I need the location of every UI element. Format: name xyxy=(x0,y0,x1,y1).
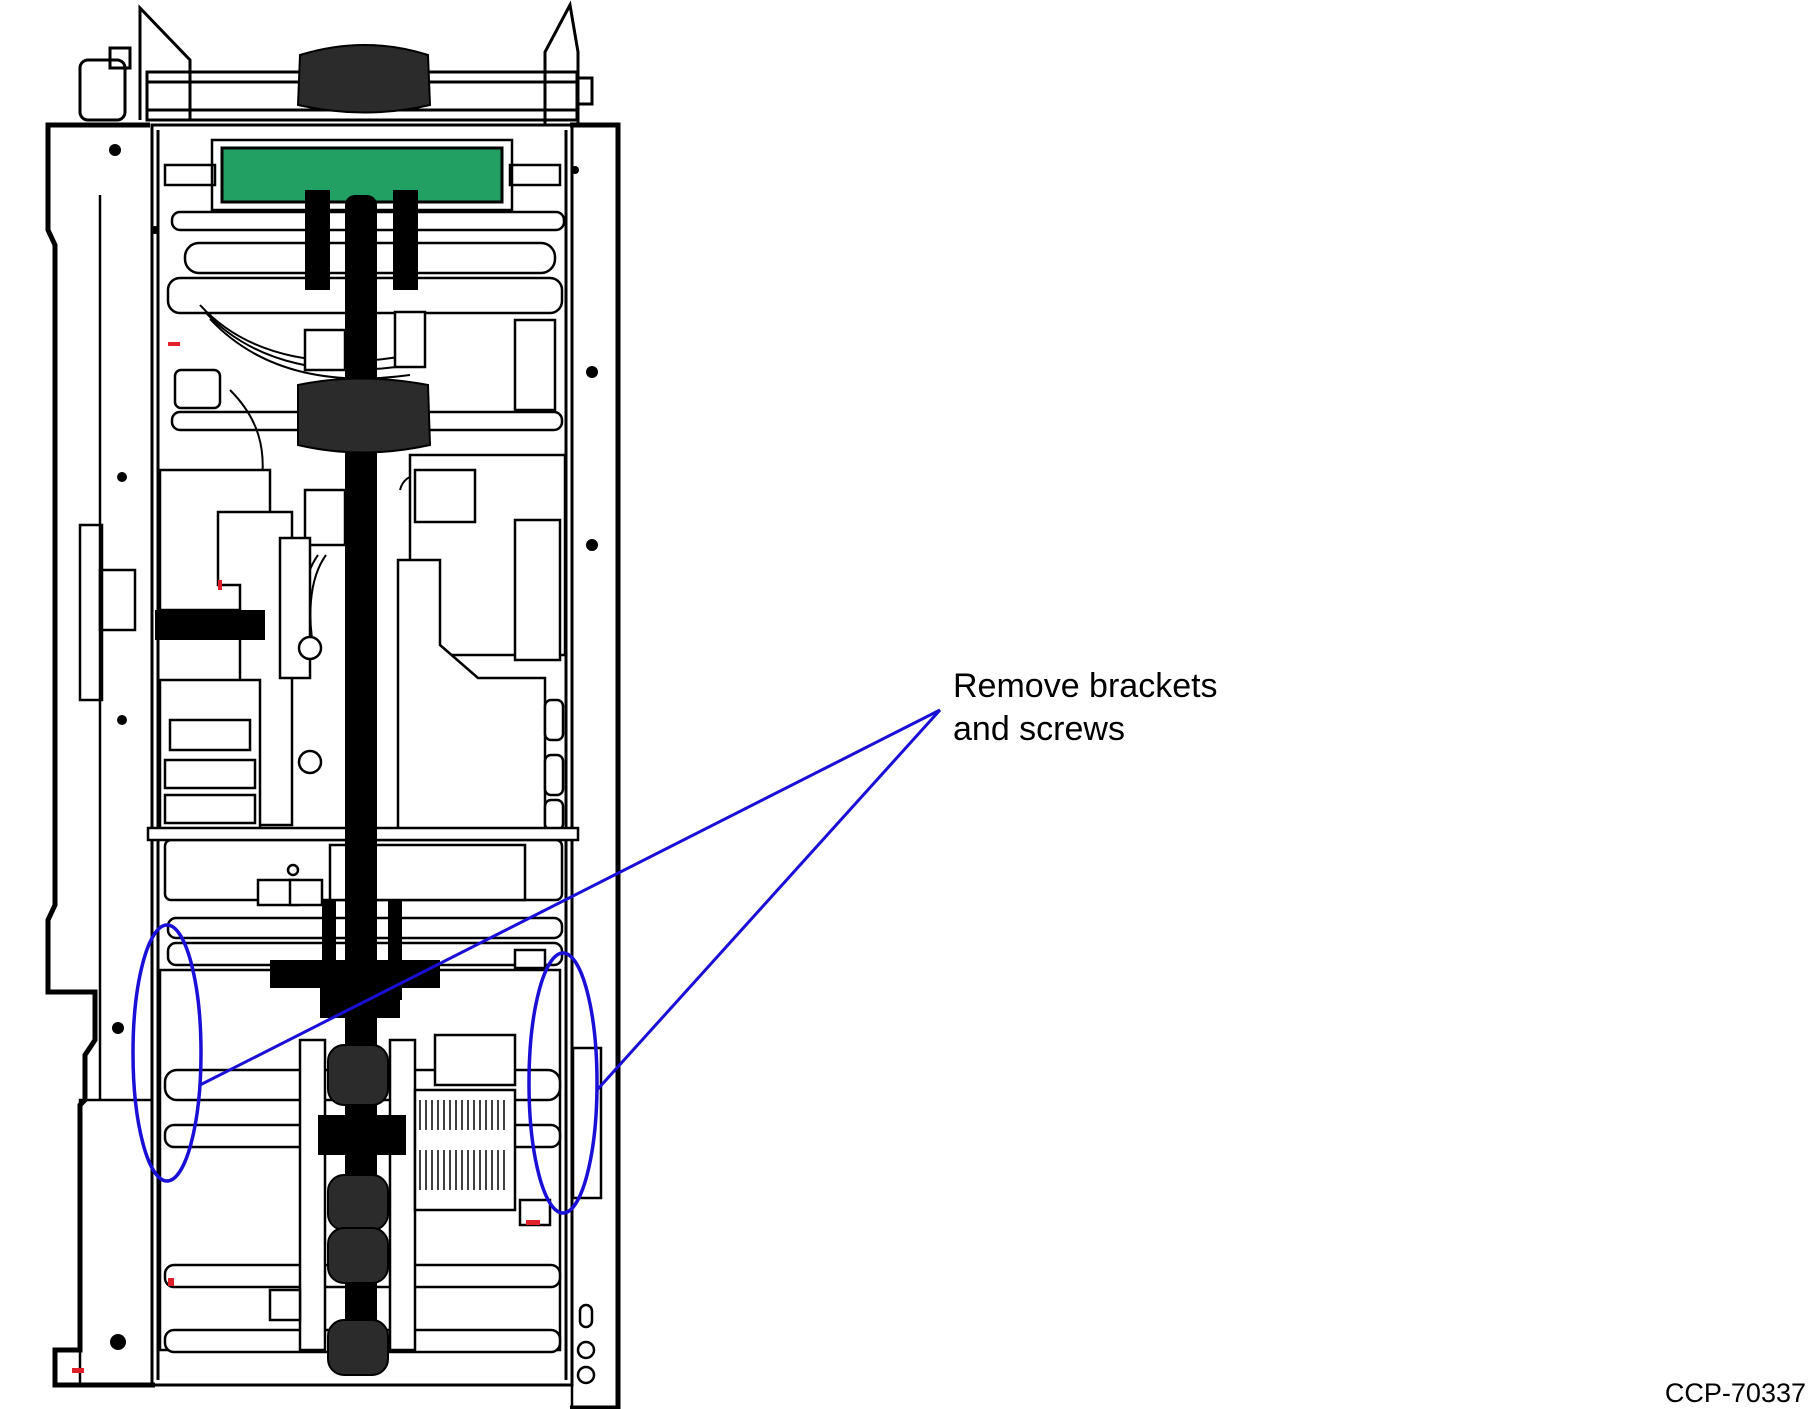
callout-line-2: and screws xyxy=(953,710,1125,748)
figure-id: CCP-70337 xyxy=(1664,1378,1806,1408)
bracket-highlight-left xyxy=(131,923,203,1183)
callout-line-1: Remove brackets xyxy=(953,667,1218,705)
left-components xyxy=(158,328,347,832)
right-chassis-panel xyxy=(570,122,621,1409)
gear-teeth xyxy=(419,1100,505,1190)
right-components xyxy=(393,310,567,832)
circuit-board xyxy=(220,146,504,204)
accent-marks xyxy=(72,342,540,1373)
inner-frame xyxy=(150,123,574,1387)
top-frame xyxy=(78,0,594,125)
rubber-rollers xyxy=(296,44,432,1376)
callout-leader-lines xyxy=(199,708,942,1092)
left-chassis-panel xyxy=(45,122,155,1388)
screw-holes xyxy=(109,144,598,1350)
bracket-highlight-right xyxy=(527,951,599,1215)
callout-label: Remove brackets and screws xyxy=(953,665,1218,751)
